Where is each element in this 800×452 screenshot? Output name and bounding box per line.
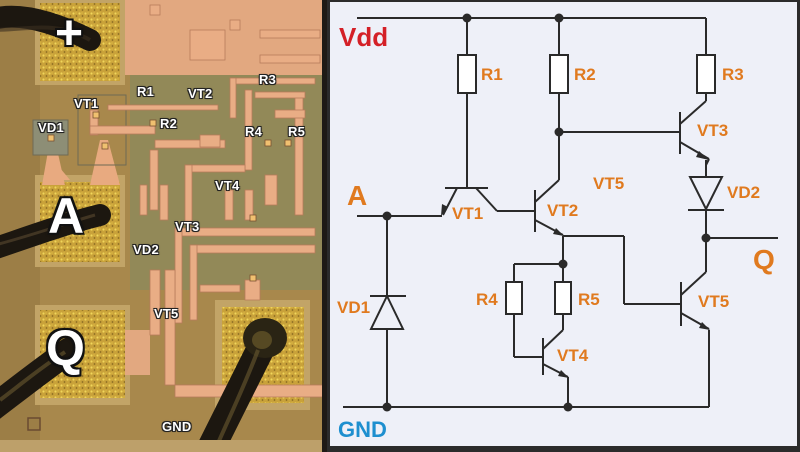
label-r3: R3 <box>722 65 744 84</box>
die-photo: + A Q VT1 VD1 R1 R2 VT2 R3 R4 R5 VT4 VT3… <box>0 0 327 452</box>
chip-label-vd2: VD2 <box>133 242 159 257</box>
transistor-vt5 <box>680 271 710 407</box>
chip-label-gnd: GND <box>162 419 192 434</box>
label-vt5: VT5 <box>698 292 730 311</box>
diode-vd2 <box>688 176 724 272</box>
transistor-vt1 <box>441 187 535 216</box>
label-vt3: VT3 <box>697 121 729 140</box>
bond-wire-plus <box>0 5 101 51</box>
pad-label-q: Q <box>46 320 85 376</box>
label-vt2: VT2 <box>547 201 579 220</box>
vdd-label: Vdd <box>339 22 389 52</box>
bond-wire-a <box>0 204 111 259</box>
diode-vd1 <box>369 216 406 407</box>
resistor-r3 <box>696 54 716 101</box>
resistor-r4 <box>505 281 543 358</box>
label-vt5-top: VT5 <box>593 174 625 193</box>
label-r4: R4 <box>476 290 498 309</box>
pad-label-a: A <box>48 188 85 244</box>
chip-label-vt5: VT5 <box>154 306 179 321</box>
label-vd1: VD1 <box>337 298 371 317</box>
chip-label-r1: R1 <box>137 84 155 99</box>
port-q-label: Q <box>753 244 775 275</box>
chip-label-vt3: VT3 <box>175 219 200 234</box>
chip-label-r3: R3 <box>259 72 277 87</box>
label-vd2: VD2 <box>727 183 761 202</box>
chip-label-r2: R2 <box>160 116 178 131</box>
gnd-label: GND <box>338 417 387 442</box>
pad-label-plus: + <box>55 7 84 60</box>
schematic-border-right <box>797 0 800 452</box>
die-artwork <box>0 0 327 452</box>
transistor-vt4 <box>542 329 569 407</box>
chip-label-vt4: VT4 <box>215 178 240 193</box>
label-r5: R5 <box>578 290 600 309</box>
schematic-border-bottom <box>327 449 800 452</box>
chip-label-vt2: VT2 <box>188 86 213 101</box>
port-a-label: A <box>347 180 368 211</box>
chip-label-vt1: VT1 <box>74 96 99 111</box>
resistor-r2 <box>549 18 569 180</box>
label-r1: R1 <box>481 65 503 84</box>
vdd-rail <box>357 17 707 55</box>
chip-label-r5: R5 <box>288 124 306 139</box>
label-r2: R2 <box>574 65 596 84</box>
bond-wire-q <box>0 337 83 419</box>
node-dot <box>382 402 392 412</box>
chip-label-vd1: VD1 <box>38 120 64 135</box>
chip-label-r4: R4 <box>245 124 263 139</box>
resistor-r5 <box>554 281 572 330</box>
node-dot <box>563 402 573 412</box>
transistor-vt2 <box>534 179 564 236</box>
label-vt4: VT4 <box>557 346 589 365</box>
label-vt1: VT1 <box>452 204 484 223</box>
transistor-vt3 <box>679 100 710 177</box>
resistor-r1 <box>457 18 477 188</box>
